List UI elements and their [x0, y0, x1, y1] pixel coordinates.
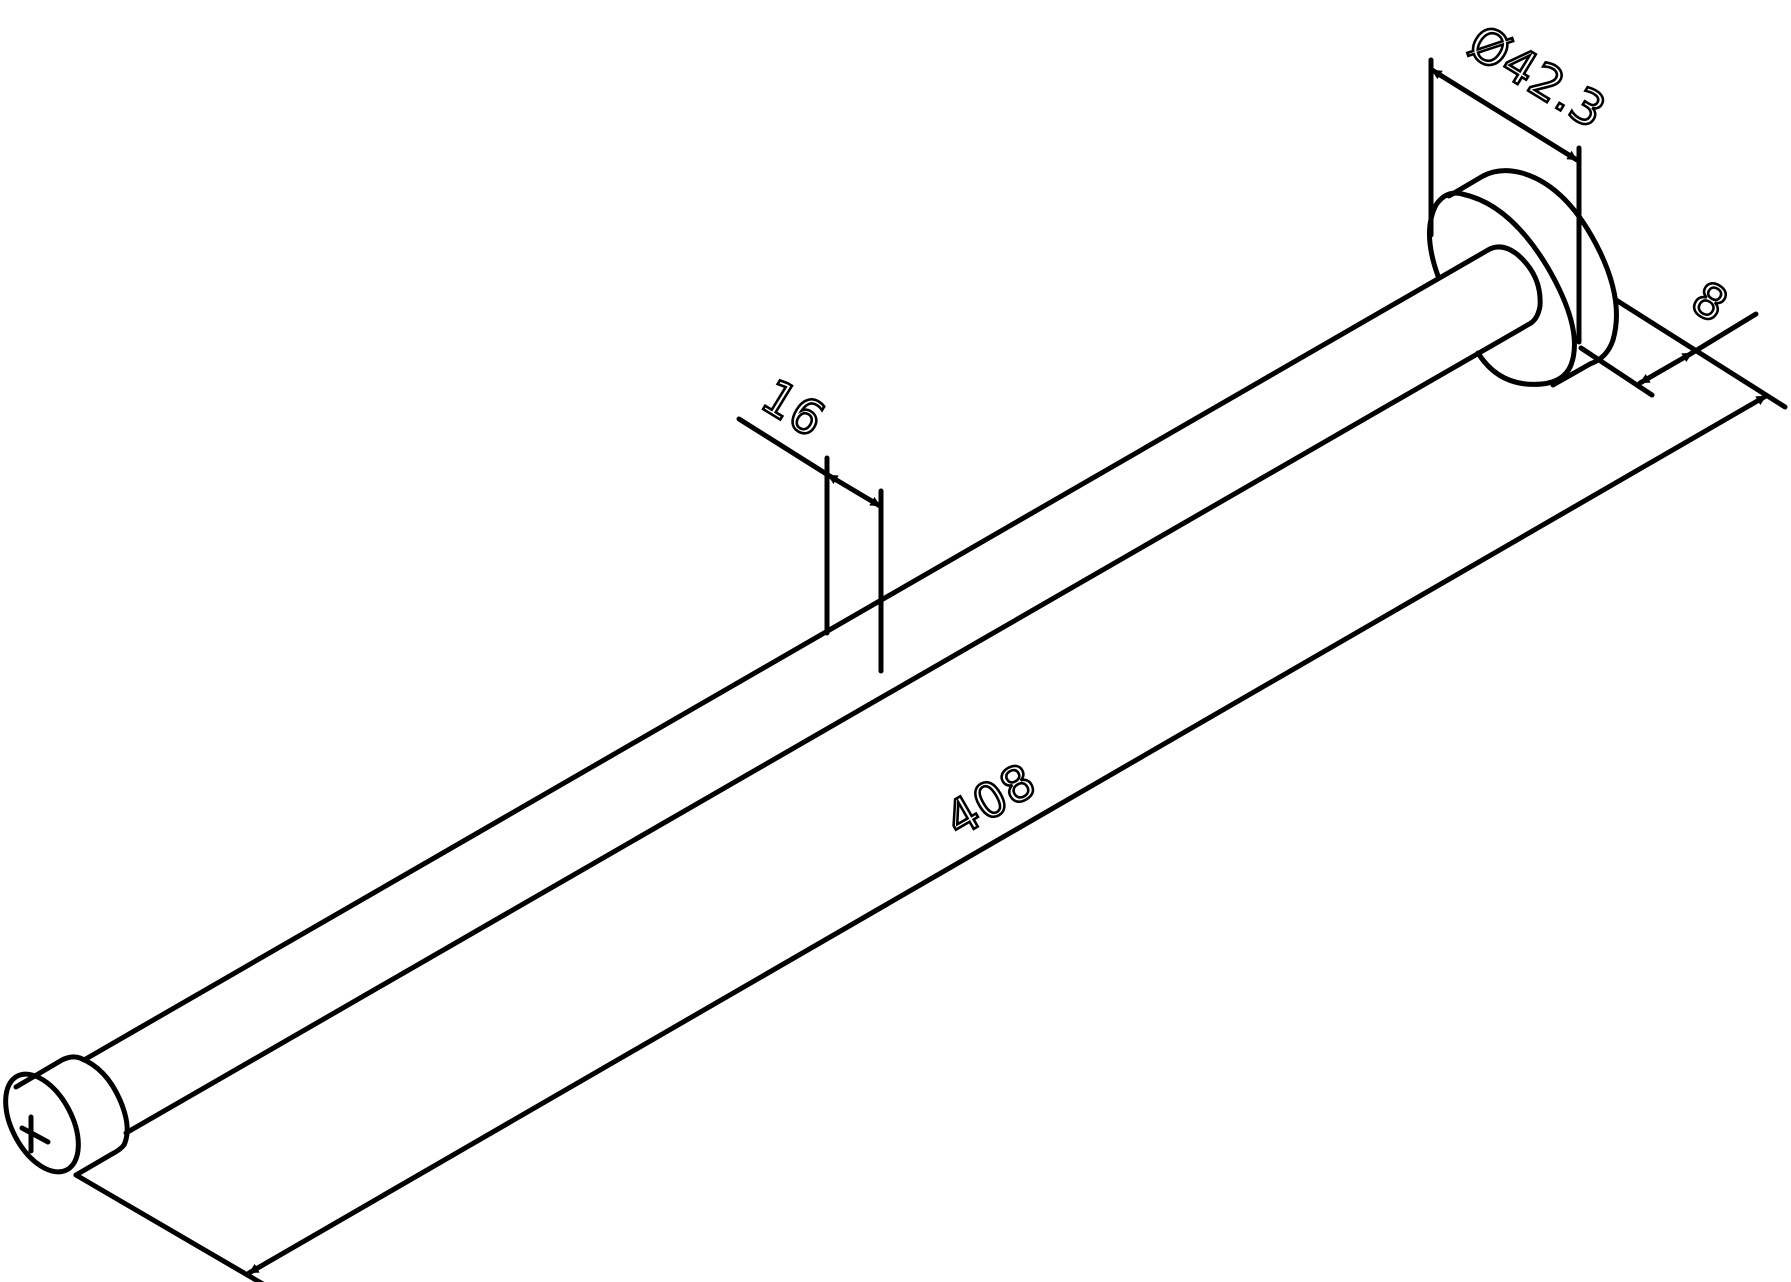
tube-body — [81, 244, 1543, 1136]
dim-diameter-line — [1429, 67, 1580, 163]
flange — [1426, 168, 1619, 388]
dim-length-label: 408 — [936, 753, 1046, 849]
dim-length: 408 — [73, 393, 1769, 1282]
dim-tube-diameter: 16 — [736, 367, 884, 674]
dim-thickness-ext-outer — [1613, 297, 1788, 410]
dim-thickness-line — [1637, 350, 1695, 386]
dim-diameter-label: Ø42.3 — [1459, 14, 1616, 140]
flange-back-rim — [1446, 168, 1619, 388]
dim-thickness-leader — [1689, 311, 1759, 356]
center-mark-horizontal — [19, 1125, 51, 1145]
dim-thickness-ext-inner — [1578, 345, 1655, 398]
left-end-face — [3, 1071, 81, 1175]
flange-front-rim — [1426, 190, 1577, 387]
left-end-cap — [3, 1054, 130, 1178]
dim-length-ext-left — [73, 1172, 265, 1282]
dim-thickness-label: 8 — [1682, 270, 1738, 334]
dim-length-line — [246, 393, 1769, 1276]
dim-diameter: Ø42.3 — [1428, 13, 1617, 345]
dim-tube-line — [825, 472, 883, 509]
tube-right-end — [1485, 244, 1543, 326]
tube-bottom-edge — [123, 320, 1534, 1136]
left-cap-outline — [13, 1054, 130, 1178]
